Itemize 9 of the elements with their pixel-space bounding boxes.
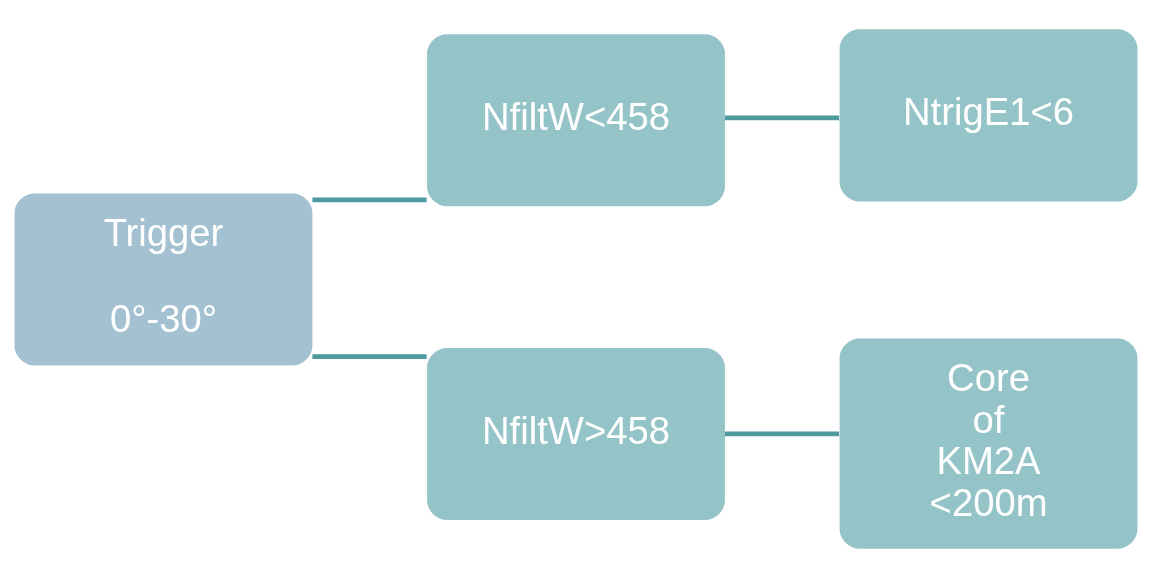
node-box: NtrigE1<6 bbox=[839, 28, 1138, 201]
connector bbox=[724, 431, 840, 436]
node-box: NfiltW>458 bbox=[427, 347, 725, 520]
node-box: Trigger 0°-30° bbox=[14, 192, 313, 365]
connector bbox=[312, 353, 427, 359]
node-box: NfiltW<458 bbox=[427, 33, 725, 206]
connector bbox=[312, 196, 427, 202]
connector bbox=[724, 114, 840, 120]
node-box: Core of KM2A <200m bbox=[839, 337, 1138, 549]
